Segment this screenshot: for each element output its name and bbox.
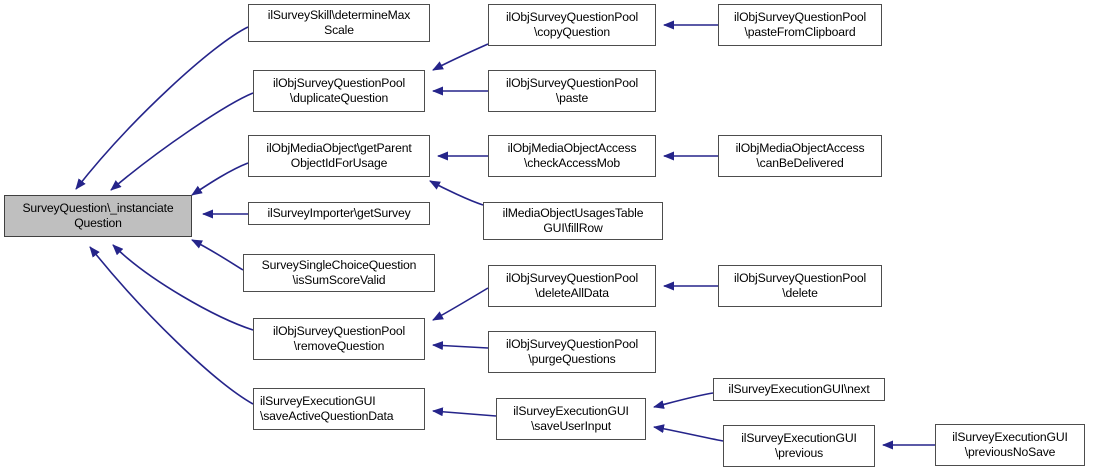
node-purgeQuestions[interactable]: ilObjSurveyQuestionPool\purgeQuestions [488, 331, 656, 373]
node-getParentObjectIdForUsage-line2: ObjectIdForUsage [290, 156, 388, 170]
node-pasteFromClipboard[interactable]: ilObjSurveyQuestionPool\pasteFromClipboa… [718, 4, 882, 46]
node-delete-line1: ilObjSurveyQuestionPool [733, 271, 867, 286]
edge-paths [75, 20, 935, 450]
node-duplicateQuestion-line1: ilObjSurveyQuestionPool [272, 76, 406, 91]
node-deleteAllData[interactable]: ilObjSurveyQuestionPool\deleteAllData [488, 265, 656, 307]
node-canBeDelivered-line2: \canBeDelivered [756, 156, 844, 170]
node-getSurvey[interactable]: ilSurveyImporter\getSurvey [248, 202, 430, 225]
node-deleteAllData-line1: ilObjSurveyQuestionPool [505, 271, 639, 286]
edge-getParentObjectIdForUsage-root [191, 162, 249, 196]
node-next[interactable]: ilSurveyExecutionGUI\next [713, 378, 885, 401]
node-fillRow-line1: ilMediaObjectUsagesTable [502, 206, 644, 221]
node-previousNoSave-line1: ilSurveyExecutionGUI [952, 430, 1068, 445]
node-previous[interactable]: ilSurveyExecutionGUI\previous [723, 425, 875, 467]
node-paste[interactable]: ilObjSurveyQuestionPool\paste [488, 70, 656, 112]
node-root-line1: SurveyQuestion\_instanciate [22, 201, 174, 216]
node-removeQuestion-line2: \removeQuestion [293, 339, 385, 353]
node-duplicateQuestion[interactable]: ilObjSurveyQuestionPool\duplicateQuestio… [253, 70, 425, 112]
node-isSumScoreValid-line2: \isSumScoreValid [292, 273, 386, 287]
edge-copyQuestion-duplicateQuestion [432, 43, 489, 71]
node-previous-line2: \previous [774, 446, 824, 460]
node-duplicateQuestion-line2: \duplicateQuestion [289, 91, 389, 105]
node-previous-line1: ilSurveyExecutionGUI [741, 431, 857, 446]
node-removeQuestion-line1: ilObjSurveyQuestionPool [272, 324, 406, 339]
node-getParentObjectIdForUsage-line1: ilObjMediaObject\getParent [266, 141, 412, 156]
node-saveActiveQuestionData-line1: ilSurveyExecutionGUI [260, 394, 376, 409]
node-paste-line1: ilObjSurveyQuestionPool [505, 76, 639, 91]
node-checkAccessMob-line1: ilObjMediaObjectAccess [507, 141, 637, 156]
node-pasteFromClipboard-line2: \pasteFromClipboard [744, 25, 856, 39]
node-delete-line2: \delete [782, 286, 818, 300]
node-purgeQuestions-line1: ilObjSurveyQuestionPool [505, 337, 639, 352]
edge-saveActiveQuestionData-root [89, 246, 254, 405]
node-previousNoSave[interactable]: ilSurveyExecutionGUI\previousNoSave [935, 424, 1085, 466]
node-saveUserInput-line2: \saveUserInput [531, 419, 611, 433]
edge-deleteAllData-removeQuestion [432, 287, 489, 321]
edge-isSumScoreValid-root [191, 239, 244, 271]
node-next-line1: ilSurveyExecutionGUI\next [728, 382, 870, 397]
edge-removeQuestion-root [112, 244, 254, 331]
node-isSumScoreValid[interactable]: SurveySingleChoiceQuestion\isSumScoreVal… [243, 254, 435, 292]
node-checkAccessMob[interactable]: ilObjMediaObjectAccess\checkAccessMob [488, 135, 656, 177]
node-getSurvey-line1: ilSurveyImporter\getSurvey [267, 206, 411, 221]
node-saveUserInput[interactable]: ilSurveyExecutionGUI\saveUserInput [496, 398, 646, 440]
edge-duplicateQuestion-root [110, 92, 254, 191]
node-copyQuestion-line2: \copyQuestion [534, 25, 610, 39]
edge-fillRow-getParentObjectIdForUsage [429, 180, 484, 206]
node-paste-line2: \paste [555, 91, 589, 105]
node-saveUserInput-line1: ilSurveyExecutionGUI [513, 404, 629, 419]
node-saveActiveQuestionData[interactable]: ilSurveyExecutionGUI\saveActiveQuestionD… [253, 388, 425, 430]
node-pasteFromClipboard-line1: ilObjSurveyQuestionPool [733, 10, 867, 25]
node-purgeQuestions-line2: \purgeQuestions [528, 352, 616, 366]
node-determineMaxScale-line2: Scale [324, 23, 354, 37]
node-copyQuestion-line1: ilObjSurveyQuestionPool [505, 10, 639, 25]
node-root-line2: Question [74, 216, 122, 230]
node-checkAccessMob-line2: \checkAccessMob [524, 156, 620, 170]
node-delete[interactable]: ilObjSurveyQuestionPool\delete [718, 265, 882, 307]
edge-determineMaxScale-root [75, 26, 249, 190]
node-determineMaxScale-line1: ilSurveySkill\determineMax [267, 8, 411, 23]
node-previousNoSave-line2: \previousNoSave [964, 445, 1056, 459]
node-canBeDelivered[interactable]: ilObjMediaObjectAccess\canBeDelivered [718, 135, 882, 177]
edge-previous-saveUserInput [653, 424, 724, 442]
node-canBeDelivered-line1: ilObjMediaObjectAccess [735, 141, 865, 156]
edge-next-saveUserInput [653, 392, 714, 409]
node-deleteAllData-line2: \deleteAllData [535, 286, 609, 300]
node-saveActiveQuestionData-line2: \saveActiveQuestionData [260, 409, 394, 423]
edge-saveUserInput-saveActiveQuestionData [432, 407, 497, 417]
node-fillRow-line2: GUI\fillRow [543, 221, 603, 235]
node-isSumScoreValid-line1: SurveySingleChoiceQuestion [261, 258, 417, 273]
node-copyQuestion[interactable]: ilObjSurveyQuestionPool\copyQuestion [488, 4, 656, 46]
node-removeQuestion[interactable]: ilObjSurveyQuestionPool\removeQuestion [253, 318, 425, 360]
edge-purgeQuestions-removeQuestion [432, 341, 489, 351]
